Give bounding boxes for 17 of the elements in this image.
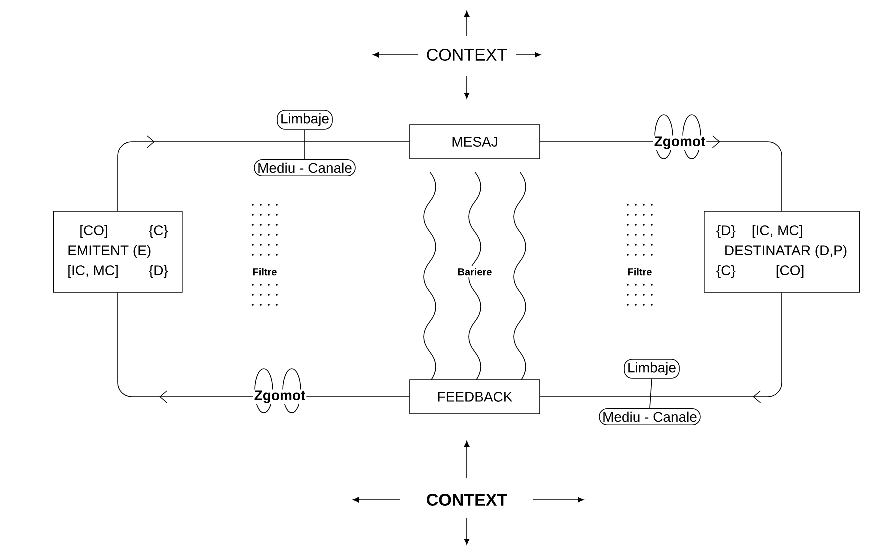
area-label: Bariere <box>458 268 492 276</box>
rounded-box: Mediu - Canale <box>254 159 356 177</box>
area-label: Filtre <box>628 268 652 276</box>
edge-label: Zgomot <box>654 136 706 150</box>
process-box: FEEDBACK <box>410 380 540 414</box>
context-label: CONTEXT <box>427 494 508 506</box>
rounded-box: Limbaje <box>624 359 680 379</box>
process-box: MESAJ <box>410 124 540 160</box>
context-label: CONTEXT <box>427 48 508 62</box>
connector-line <box>304 130 306 160</box>
party-box: [CO] {C} EMITENT (E) [IC, MC] {D} <box>53 211 183 293</box>
edge-label: Zgomot <box>254 390 306 404</box>
rounded-box: Limbaje <box>277 110 333 130</box>
rounded-box: Mediu - Canale <box>599 408 701 426</box>
connector-line <box>650 378 652 409</box>
area-label: Filtre <box>253 268 277 276</box>
party-box: {D} [IC, MC] DESTINATAR (D,P) {C} [CO] <box>704 211 860 293</box>
